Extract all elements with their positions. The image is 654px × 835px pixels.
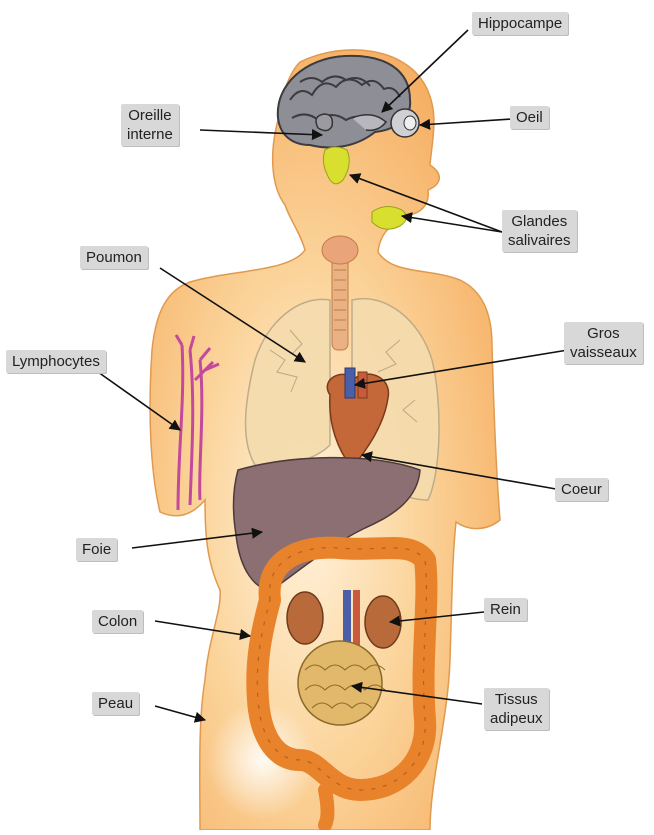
adipose-tissue-icon bbox=[298, 641, 382, 725]
label-gros-vaisseaux: Gros vaisseaux bbox=[564, 322, 643, 364]
label-peau: Peau bbox=[92, 692, 139, 715]
label-colon: Colon bbox=[92, 610, 143, 633]
inner-ear-icon bbox=[316, 114, 332, 131]
label-oeil: Oeil bbox=[510, 106, 549, 129]
left-kidney bbox=[287, 592, 323, 644]
label-coeur: Coeur bbox=[555, 478, 608, 501]
great-vessels-icon bbox=[345, 368, 355, 398]
salivary-gland-lower bbox=[372, 206, 407, 229]
label-foie: Foie bbox=[76, 538, 117, 561]
label-lymphocytes: Lymphocytes bbox=[6, 350, 106, 373]
label-rein: Rein bbox=[484, 598, 527, 621]
label-glandes-salivaires: Glandes salivaires bbox=[502, 210, 577, 252]
label-hippocampe: Hippocampe bbox=[472, 12, 568, 35]
label-oreille-interne: Oreille interne bbox=[121, 104, 179, 146]
label-tissus-adipeux: Tissus adipeux bbox=[484, 688, 549, 730]
label-poumon: Poumon bbox=[80, 246, 148, 269]
